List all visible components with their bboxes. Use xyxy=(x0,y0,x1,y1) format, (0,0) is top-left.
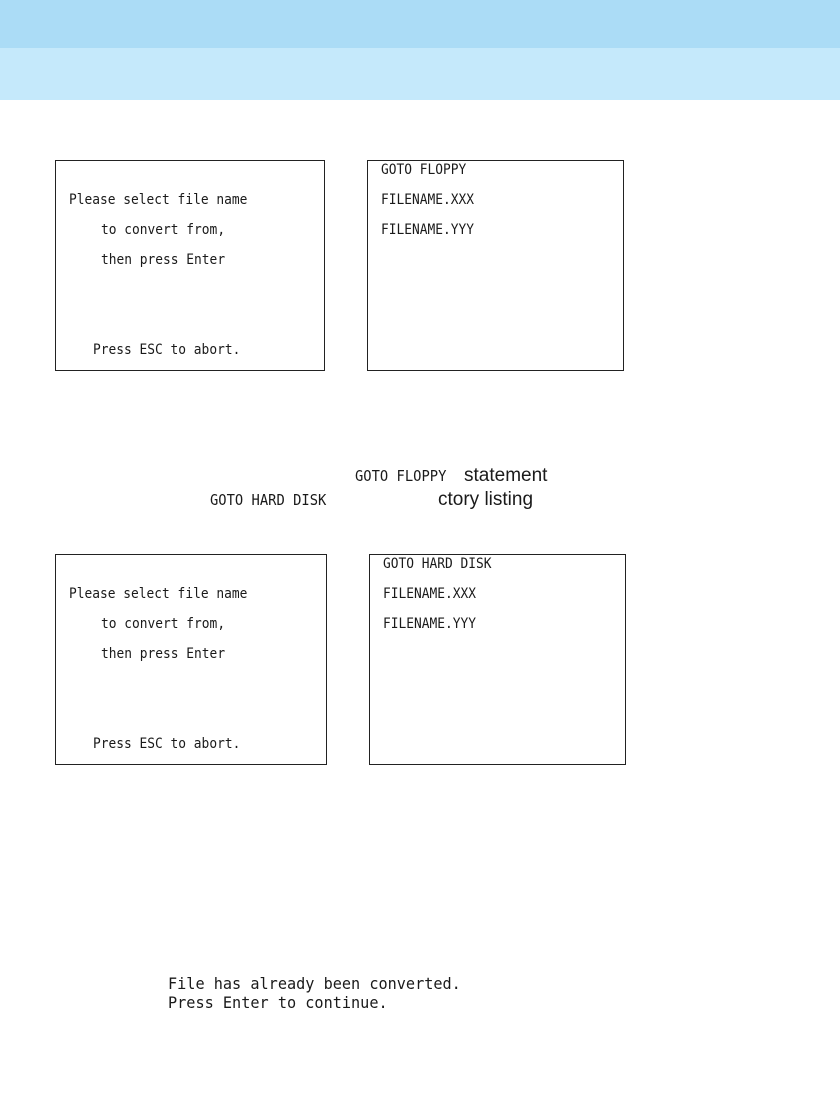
screen2-prompt-line2: to convert from, xyxy=(101,616,226,632)
paragraph-text-2: ctory listing xyxy=(438,489,534,510)
screen1-abort-hint: Press ESC to abort. xyxy=(93,342,241,358)
goto-floppy-entry: GOTO FLOPPY xyxy=(381,162,467,178)
screen1-prompt-line2: to convert from, xyxy=(101,222,226,238)
press-enter-message: Press Enter to continue. xyxy=(168,993,388,1012)
header-band-bottom xyxy=(0,48,840,100)
paragraph-text-1: statement xyxy=(464,465,548,486)
file-list-screen-1 xyxy=(367,160,624,371)
already-converted-message: File has already been converted. xyxy=(168,974,461,993)
screen2-abort-hint: Press ESC to abort. xyxy=(93,736,241,752)
goto-hard-disk-entry: GOTO HARD DISK xyxy=(383,556,492,572)
screen2-prompt-line3: then press Enter xyxy=(101,646,226,662)
paragraph-goto-hard-disk: GOTO HARD DISK xyxy=(210,491,327,509)
file-entry: FILENAME.XXX xyxy=(383,586,477,602)
file-list-screen-2 xyxy=(369,554,626,765)
select-file-screen-2 xyxy=(55,554,327,765)
file-entry: FILENAME.XXX xyxy=(381,192,475,208)
screen2-prompt-line1: Please select file name xyxy=(69,586,248,602)
header-band-top xyxy=(0,0,840,48)
screen1-prompt-line1: Please select file name xyxy=(69,192,248,208)
screen1-prompt-line3: then press Enter xyxy=(101,252,226,268)
paragraph-goto-floppy: GOTO FLOPPY xyxy=(355,467,447,485)
file-entry: FILENAME.YYY xyxy=(383,616,477,632)
file-entry: FILENAME.YYY xyxy=(381,222,475,238)
select-file-screen-1 xyxy=(55,160,325,371)
